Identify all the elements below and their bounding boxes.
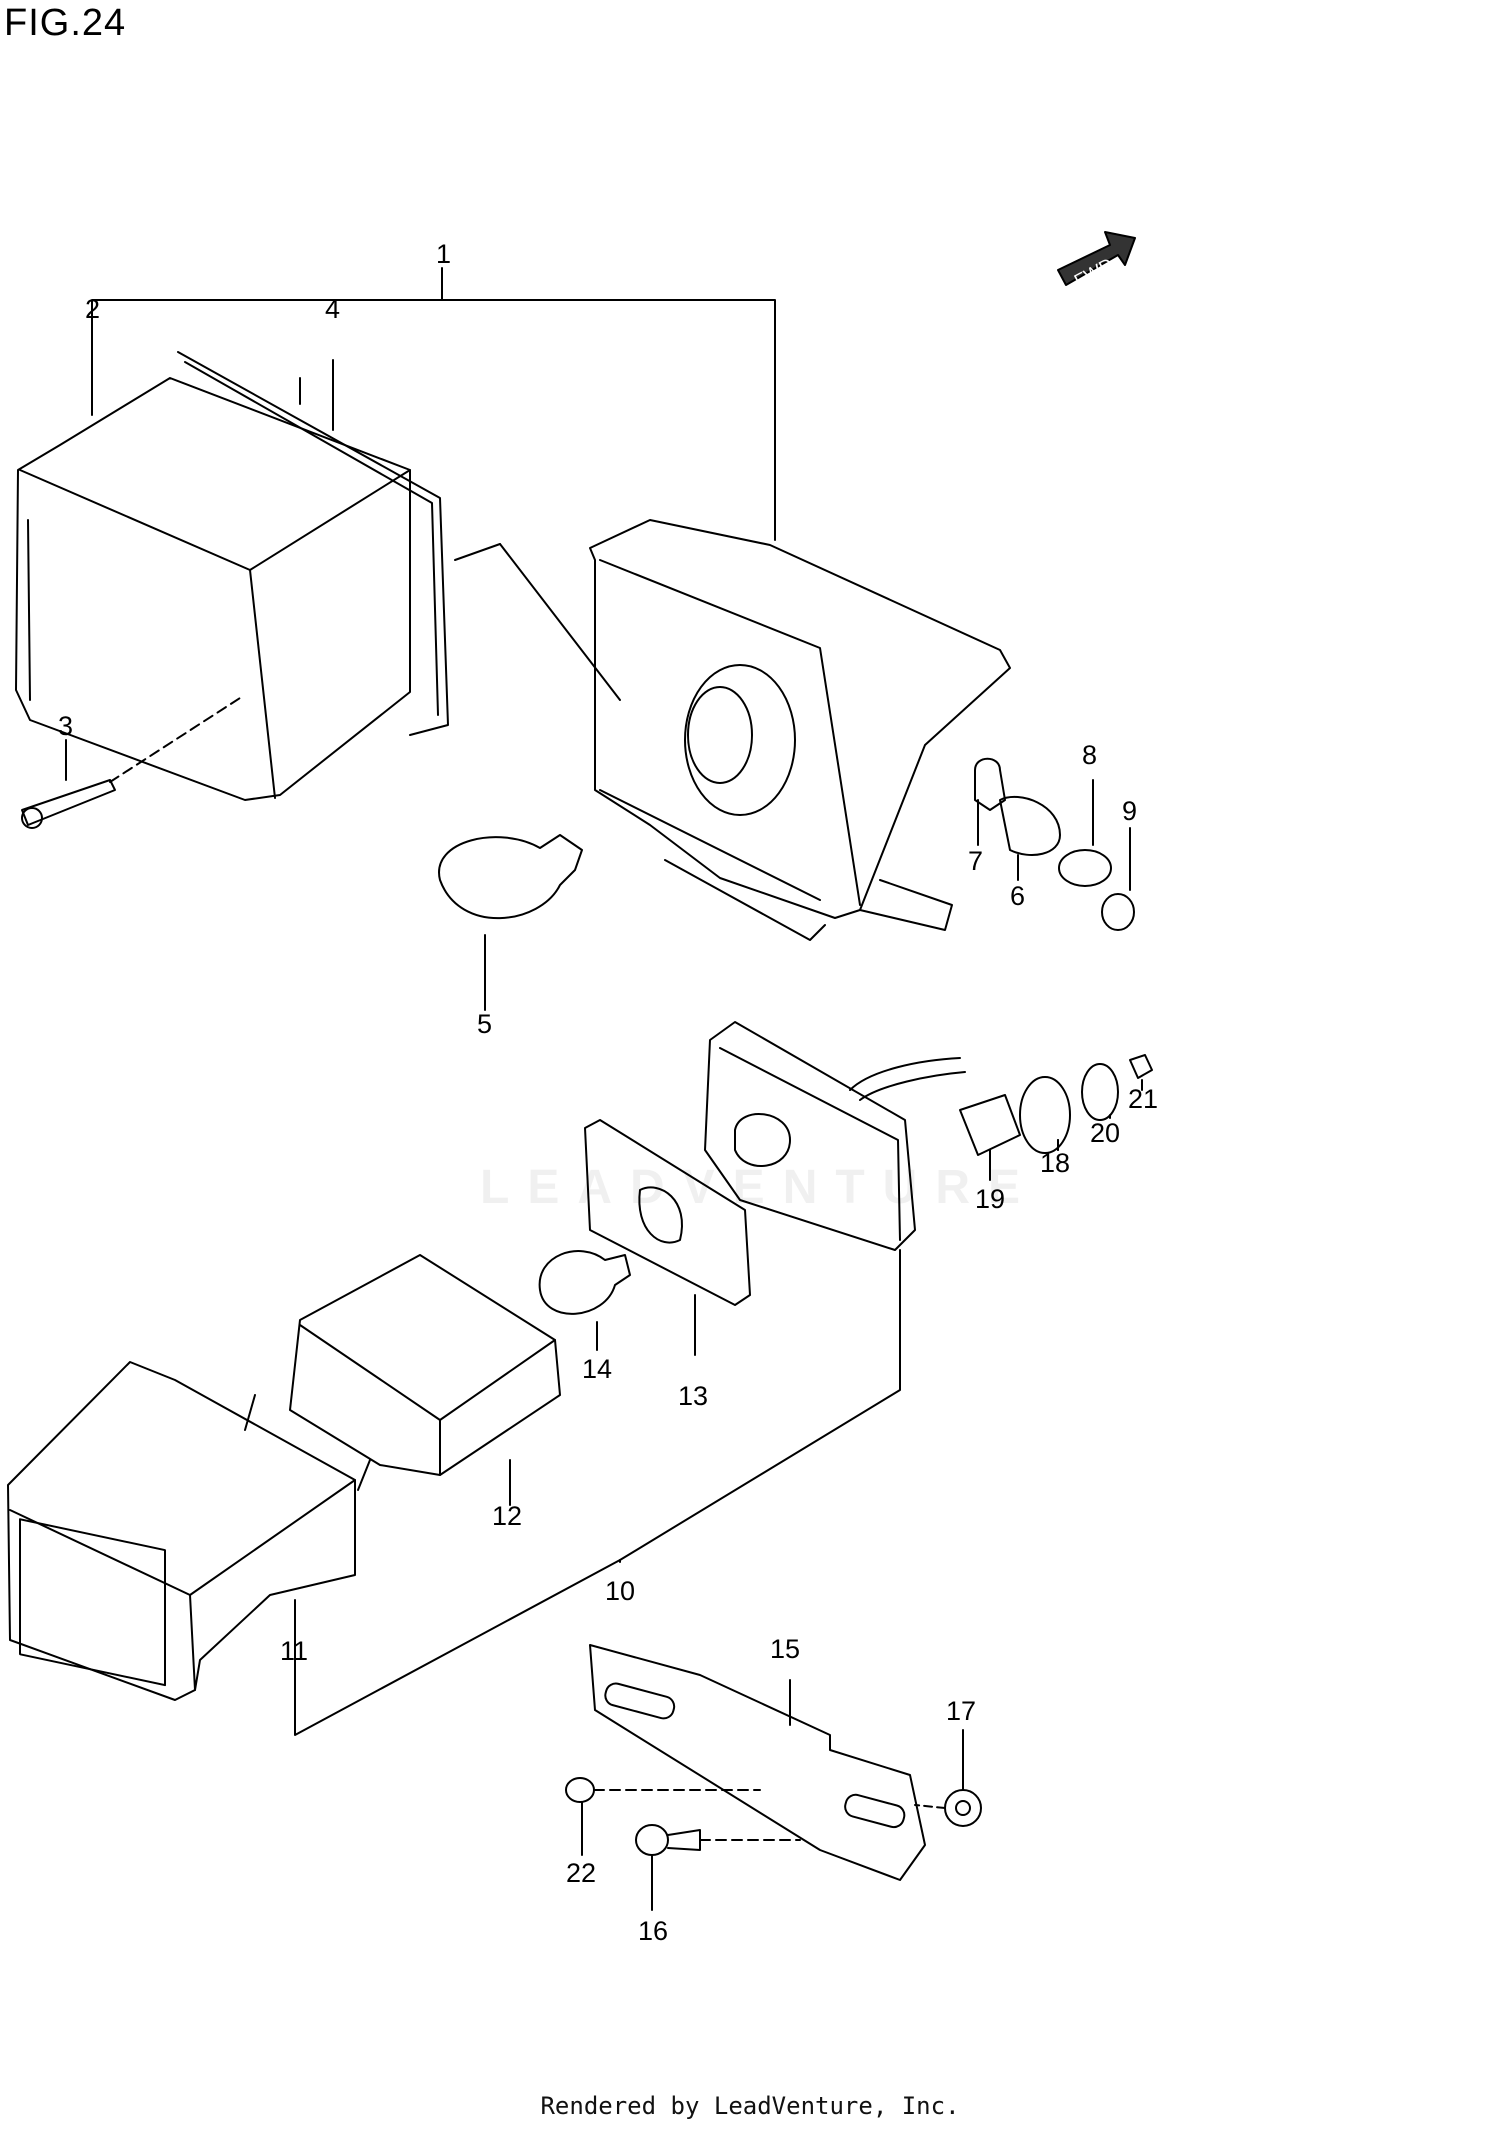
callout-16: 16 xyxy=(638,1916,668,1946)
callout-labels: 1 2 3 4 5 6 7 8 9 10 11 12 13 14 15 16 1… xyxy=(58,239,1158,1946)
callout-21: 21 xyxy=(1128,1084,1158,1114)
part-lens-gasket-4 xyxy=(177,351,449,736)
callout-8: 8 xyxy=(1082,740,1097,770)
part-nut-17 xyxy=(914,1729,982,1827)
figure-title: FIG.24 xyxy=(4,2,127,44)
part-lamp-lens-12 xyxy=(289,1254,561,1506)
callout-9: 9 xyxy=(1122,796,1137,826)
callout-22: 22 xyxy=(566,1858,596,1888)
callout-4: 4 xyxy=(325,294,340,324)
callout-18: 18 xyxy=(1040,1148,1070,1178)
callout-6: 6 xyxy=(1010,881,1025,911)
callout-13: 13 xyxy=(678,1381,708,1411)
part-grommet-set xyxy=(974,757,1135,931)
part-bracket-15 xyxy=(589,1644,926,1881)
callout-20: 20 xyxy=(1090,1118,1120,1148)
callout-14: 14 xyxy=(582,1354,612,1384)
fwd-arrow-icon xyxy=(1057,231,1136,286)
part-bulb-5 xyxy=(438,834,583,1011)
footer-credit: Rendered by LeadVenture, Inc. xyxy=(540,2092,960,2120)
part-bulb-14 xyxy=(538,1250,631,1351)
part-screw-3 xyxy=(21,697,241,829)
callout-2: 2 xyxy=(85,294,100,324)
callout-12: 12 xyxy=(492,1501,522,1531)
part-housing-1 xyxy=(454,519,1011,941)
callout-1: 1 xyxy=(436,239,451,269)
part-license-lamp-10 xyxy=(619,1021,966,1561)
callout-7: 7 xyxy=(968,846,983,876)
part-lens-2 xyxy=(15,364,411,801)
part-bolt-22 xyxy=(565,1777,761,1856)
callout-3: 3 xyxy=(58,711,73,741)
callout-19: 19 xyxy=(975,1184,1005,1214)
callout-5: 5 xyxy=(477,1009,492,1039)
part-collar-set xyxy=(959,1054,1153,1181)
callout-10: 10 xyxy=(605,1576,635,1606)
part-lamp-housing-11 xyxy=(7,1361,621,1736)
callout-17: 17 xyxy=(946,1696,976,1726)
watermark: LEADVENTURE xyxy=(480,1161,1039,1214)
assembly-bracket-1 xyxy=(91,267,776,541)
callout-11: 11 xyxy=(280,1636,308,1666)
part-lamp-gasket-13 xyxy=(584,1119,751,1356)
callout-15: 15 xyxy=(770,1634,800,1664)
part-bolt-16 xyxy=(635,1824,801,1911)
